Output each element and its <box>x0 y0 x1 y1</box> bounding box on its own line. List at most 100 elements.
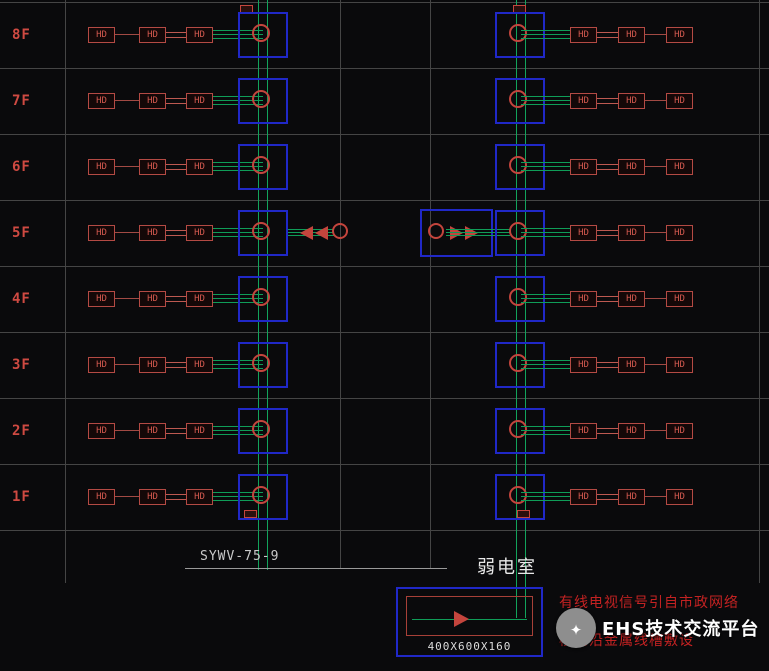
terminator-cap <box>244 510 257 518</box>
connector-line <box>645 232 666 233</box>
amplifier-triangle-icon <box>450 226 463 240</box>
tap-circle <box>509 24 527 42</box>
weak-current-room-label: 弱电室 <box>477 557 537 578</box>
double-connector-line <box>166 98 186 104</box>
hd-outlet-box: HD <box>88 159 115 175</box>
double-connector-line <box>597 362 618 368</box>
connector-line <box>115 232 139 233</box>
cable-bundle-line <box>521 100 570 101</box>
tap-circle <box>252 24 270 42</box>
tap-box <box>238 408 288 454</box>
floor-row: 3F HD HD HD HD HD HD <box>0 332 769 398</box>
connector-line <box>645 100 666 101</box>
amplifier-triangle-icon <box>465 226 478 240</box>
hd-outlet-box: HD <box>666 27 693 43</box>
cable-bundle-line <box>521 496 570 497</box>
tap-circle <box>509 486 527 504</box>
hd-outlet-box: HD <box>570 357 597 373</box>
connector-line <box>115 100 139 101</box>
grid-line <box>0 332 769 333</box>
hd-outlet-box: HD <box>186 225 213 241</box>
riser-line-right <box>525 0 526 618</box>
hd-outlet-box: HD <box>139 93 166 109</box>
double-connector-line <box>597 32 618 38</box>
hd-outlet-box: HD <box>186 357 213 373</box>
connector-line <box>645 430 666 431</box>
tap-circle <box>252 222 270 240</box>
amplifier-triangle-icon <box>315 226 328 240</box>
hd-outlet-box: HD <box>570 225 597 241</box>
grid-line <box>340 0 341 568</box>
cable-bundle-line <box>521 430 570 431</box>
amplifier-triangle-icon <box>454 611 469 627</box>
hd-outlet-box: HD <box>570 159 597 175</box>
grid-line <box>430 0 431 568</box>
amplifier-circle <box>428 223 444 239</box>
grid-line <box>0 2 769 3</box>
floor-label: 8F <box>12 27 31 43</box>
connector-line <box>115 34 139 35</box>
riser-line-left <box>258 0 259 570</box>
hd-outlet-box: HD <box>666 423 693 439</box>
hd-outlet-box: HD <box>618 357 645 373</box>
tap-circle <box>509 90 527 108</box>
hd-outlet-box: HD <box>88 357 115 373</box>
hd-outlet-box: HD <box>618 159 645 175</box>
junction-box-inner <box>406 596 533 636</box>
hd-outlet-box: HD <box>186 159 213 175</box>
tap-box <box>238 342 288 388</box>
double-connector-line <box>597 164 618 170</box>
hd-outlet-box: HD <box>666 357 693 373</box>
connector-line <box>115 166 139 167</box>
tap-box <box>495 144 545 190</box>
hd-outlet-box: HD <box>618 423 645 439</box>
tap-box <box>495 408 545 454</box>
hd-outlet-box: HD <box>570 489 597 505</box>
tap-circle <box>252 288 270 306</box>
double-connector-line <box>597 230 618 236</box>
double-connector-line <box>597 296 618 302</box>
tap-box <box>238 78 288 124</box>
grid-line <box>0 68 769 69</box>
hd-outlet-box: HD <box>88 93 115 109</box>
hd-outlet-box: HD <box>88 27 115 43</box>
cable-bundle-line <box>521 232 570 233</box>
floor-row: 7F HD HD HD HD HD HD <box>0 68 769 134</box>
cable-bundle-line <box>521 34 570 35</box>
floor-label: 3F <box>12 357 31 373</box>
grid-line <box>0 464 769 465</box>
tap-box <box>238 276 288 322</box>
tap-circle <box>252 354 270 372</box>
grid-line <box>0 398 769 399</box>
double-connector-line <box>597 98 618 104</box>
tap-box <box>495 276 545 322</box>
watermark-text: EHS技术交流平台 <box>602 619 760 640</box>
cable-bundle-line <box>521 298 570 299</box>
hd-outlet-box: HD <box>139 159 166 175</box>
grid-line <box>759 0 760 583</box>
hd-outlet-box: HD <box>186 93 213 109</box>
connector-line <box>115 430 139 431</box>
tap-circle <box>509 288 527 306</box>
hd-outlet-box: HD <box>618 27 645 43</box>
double-connector-line <box>166 296 186 302</box>
hd-outlet-box: HD <box>186 489 213 505</box>
hd-outlet-box: HD <box>570 93 597 109</box>
cable-bundle-line <box>521 166 570 167</box>
hd-outlet-box: HD <box>139 291 166 307</box>
tap-box <box>495 210 545 256</box>
hd-outlet-box: HD <box>618 489 645 505</box>
amplifier-triangle-icon <box>300 226 313 240</box>
tap-circle <box>252 420 270 438</box>
hd-outlet-box: HD <box>570 27 597 43</box>
double-connector-line <box>166 428 186 434</box>
amplifier-cable-line <box>446 232 510 233</box>
floor-row: 1F HD HD HD HD HD HD <box>0 464 769 530</box>
hd-outlet-box: HD <box>139 489 166 505</box>
tap-circle <box>509 156 527 174</box>
hd-outlet-box: HD <box>88 423 115 439</box>
double-connector-line <box>597 494 618 500</box>
tap-box <box>238 12 288 58</box>
floor-label: 5F <box>12 225 31 241</box>
